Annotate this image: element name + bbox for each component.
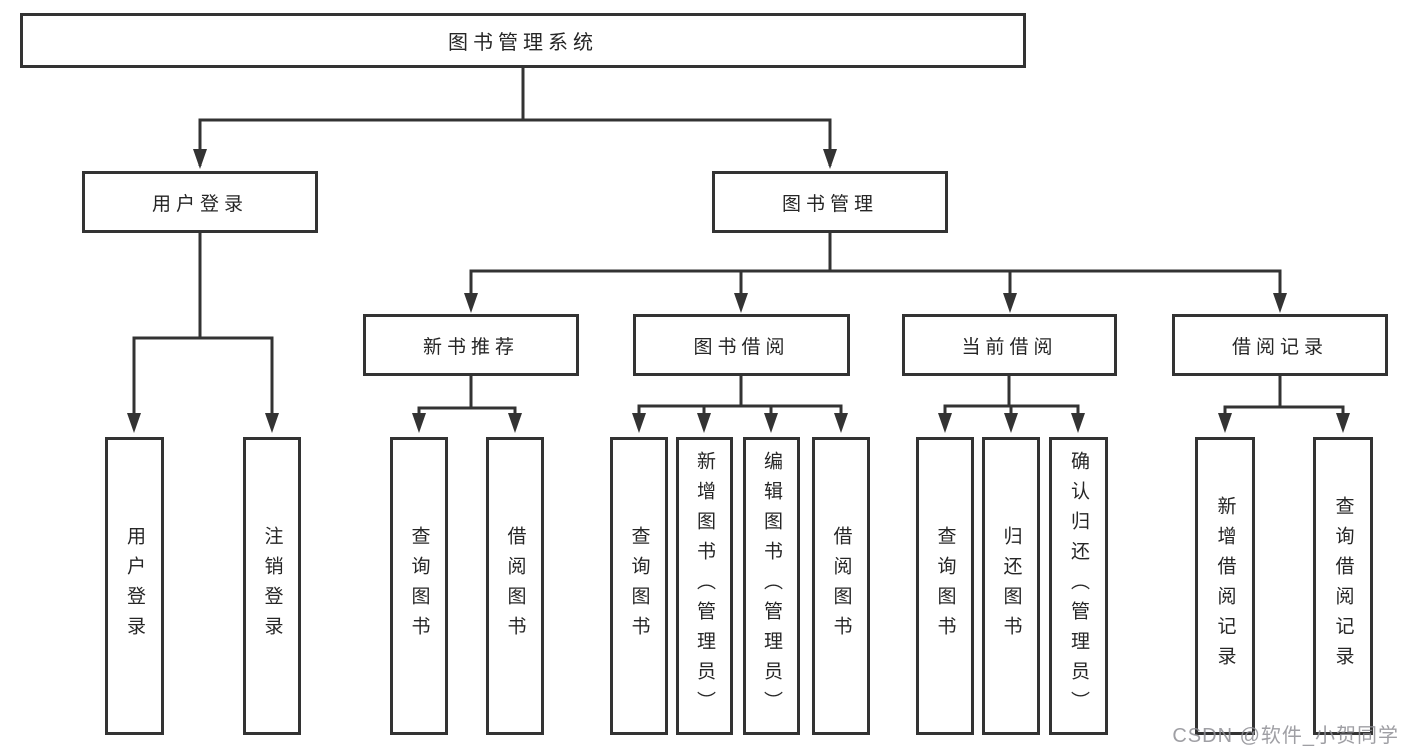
node-book-management: 图书管理	[712, 171, 948, 233]
leaf-add-borrow-record: 新增借阅记录	[1195, 437, 1255, 735]
node-new-book-recommend: 新书推荐	[363, 314, 579, 376]
leaf-user-login: 用户登录	[105, 437, 164, 735]
leaf-logout: 注销登录	[243, 437, 301, 735]
leaf-borrow-books: 借阅图书	[486, 437, 544, 735]
node-label: 当前借阅	[961, 336, 1058, 358]
csdn-watermark: CSDN @软件_小贺同学	[1172, 725, 1399, 747]
leaf-query-books: 查询图书	[916, 437, 974, 735]
leaf-edit-books-admin: 编辑图书（管理员）	[743, 437, 800, 735]
node-label: 借阅记录	[1231, 336, 1328, 358]
leaf-query-borrow-record: 查询借阅记录	[1313, 437, 1373, 735]
node-label: 图书管理	[781, 193, 878, 215]
node-label: 图书借阅	[693, 336, 790, 358]
node-book-borrowing: 图书借阅	[633, 314, 850, 376]
node-label: 新书推荐	[422, 336, 519, 358]
node-library-management-system: 图书管理系统	[20, 13, 1026, 68]
leaf-return-books: 归还图书	[982, 437, 1040, 735]
arrowheads	[127, 149, 1350, 433]
node-current-borrowing: 当前借阅	[902, 314, 1117, 376]
leaf-confirm-return-admin: 确认归还（管理员）	[1049, 437, 1108, 735]
leaf-borrow-books: 借阅图书	[812, 437, 870, 735]
leaf-query-books: 查询图书	[610, 437, 668, 735]
node-label: 图书管理系统	[448, 32, 598, 54]
node-borrowing-records: 借阅记录	[1172, 314, 1388, 376]
leaf-query-books: 查询图书	[390, 437, 448, 735]
node-user-login: 用户登录	[82, 171, 318, 233]
leaf-add-books-admin: 新增图书（管理员）	[676, 437, 733, 735]
node-label: 用户登录	[151, 193, 248, 215]
